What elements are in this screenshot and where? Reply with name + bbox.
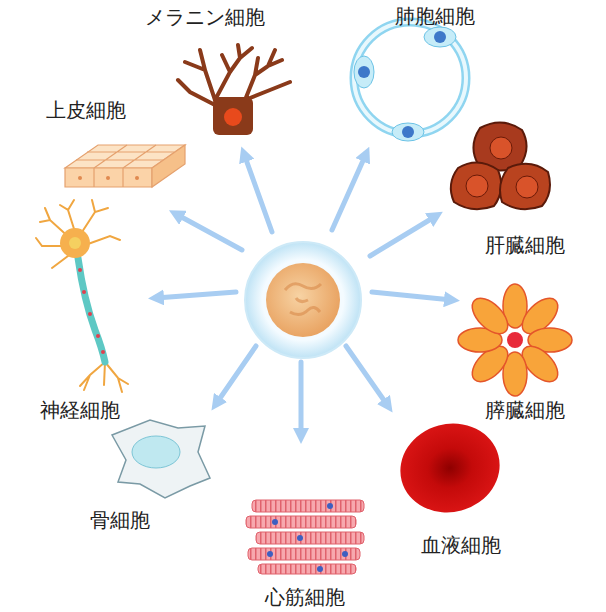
cell-label: 血液細胞 — [418, 533, 504, 558]
cell-label: 心筋細胞 — [262, 585, 348, 610]
cell-label: 膵臓細胞 — [482, 398, 568, 423]
cell-label: 神経細胞 — [37, 398, 123, 423]
cell-name: メラニン細胞 — [145, 6, 265, 29]
cell-label: 肝臓細胞 — [482, 233, 568, 258]
cell-name: 骨細胞 — [90, 509, 150, 532]
cell-name: 肺胞細胞 — [395, 5, 475, 28]
cell-name: 血液細胞 — [421, 534, 501, 557]
cell-name: 肝臓細胞 — [485, 234, 565, 257]
cell-label: メラニン細胞 — [142, 5, 268, 30]
cell-name: 心筋細胞 — [265, 586, 345, 609]
cell-name: 膵臓細胞 — [485, 399, 565, 422]
cell-label: 骨細胞 — [87, 508, 153, 533]
arrows — [156, 154, 452, 436]
cell-name: 上皮細胞 — [46, 99, 126, 122]
cell-label: 肺胞細胞 — [392, 4, 478, 29]
cell-name: 神経細胞 — [40, 399, 120, 422]
cell-label: 上皮細胞 — [43, 98, 129, 123]
